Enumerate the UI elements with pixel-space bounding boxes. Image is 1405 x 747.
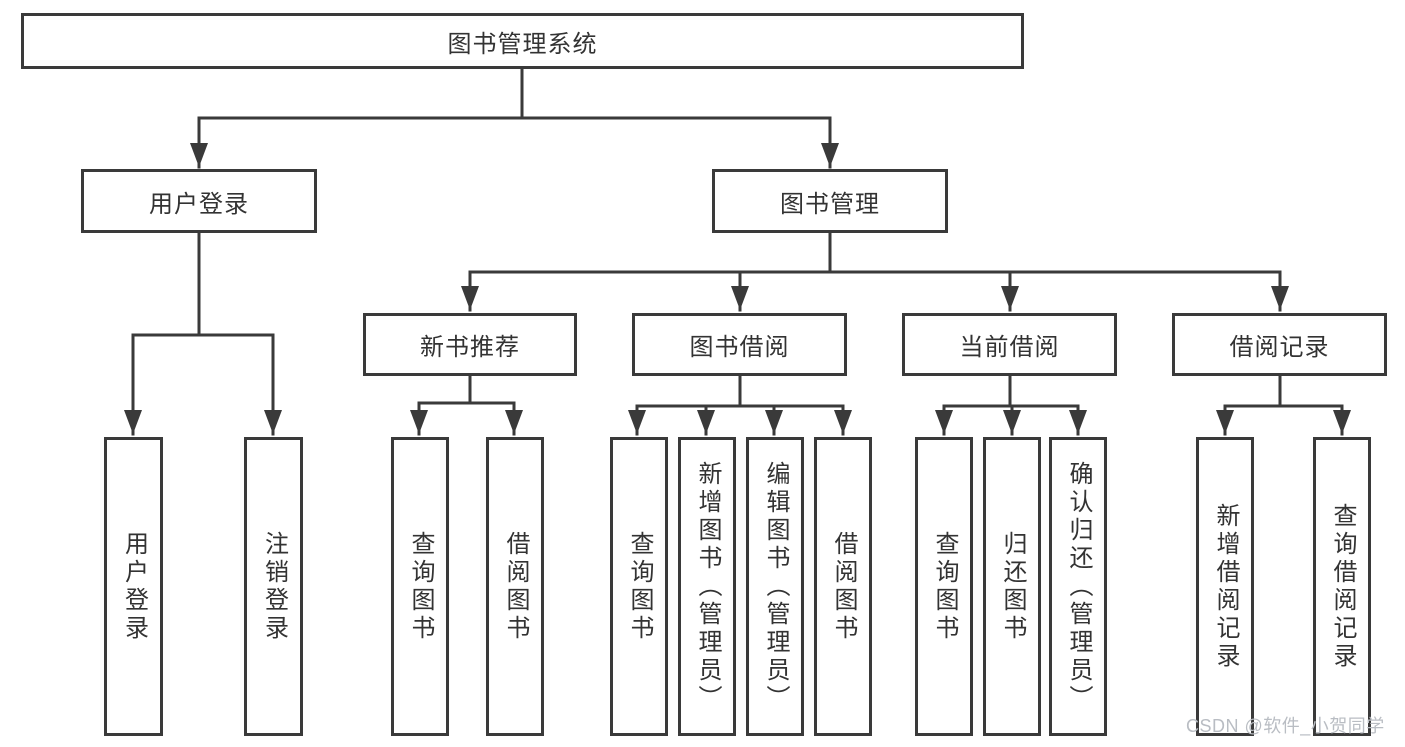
node-bb-add-books-admin-label: 新增图书（管理员）	[694, 460, 721, 713]
node-book-borrow: 图书借阅	[632, 313, 847, 376]
node-nb-borrow-books-label: 借阅图书	[502, 530, 529, 643]
node-cb-query-books-label: 查询图书	[931, 530, 958, 643]
node-cb-query-books: 查询图书	[915, 437, 973, 736]
node-nb-query-books: 查询图书	[391, 437, 449, 736]
node-nb-borrow-books: 借阅图书	[486, 437, 544, 736]
node-cb-confirm-return-admin-label: 确认归还（管理员）	[1065, 460, 1092, 713]
node-borrow-records: 借阅记录	[1172, 313, 1387, 376]
node-new-book-recommend: 新书推荐	[363, 313, 577, 376]
node-login-label: 用户登录	[120, 530, 148, 643]
node-cb-return-books-label: 归还图书	[999, 530, 1026, 643]
node-root-system: 图书管理系统	[21, 13, 1024, 69]
node-logout: 注销登录	[244, 437, 303, 736]
node-login: 用户登录	[104, 437, 163, 736]
node-user-login-label: 用户登录	[149, 190, 249, 218]
node-bb-query-books-label: 查询图书	[626, 530, 653, 643]
node-new-book-recommend-label: 新书推荐	[420, 334, 520, 361]
node-nb-query-books-label: 查询图书	[407, 530, 434, 643]
node-br-query-record-label: 查询借阅记录	[1329, 502, 1356, 671]
node-bb-query-books: 查询图书	[610, 437, 668, 736]
node-borrow-records-label: 借阅记录	[1229, 334, 1330, 361]
node-br-add-record: 新增借阅记录	[1196, 437, 1254, 736]
node-current-borrow: 当前借阅	[902, 313, 1117, 376]
node-book-borrow-label: 图书借阅	[689, 334, 790, 361]
node-bb-edit-books-admin-label: 编辑图书（管理员）	[762, 460, 789, 713]
node-br-add-record-label: 新增借阅记录	[1212, 502, 1239, 671]
node-bb-borrow-books-label: 借阅图书	[830, 530, 857, 643]
node-current-borrow-label: 当前借阅	[959, 334, 1060, 361]
node-bb-add-books-admin: 新增图书（管理员）	[678, 437, 736, 736]
csdn-watermark: CSDN @软件_小贺同学	[1186, 716, 1385, 736]
node-user-login: 用户登录	[81, 169, 317, 233]
node-book-management: 图书管理	[712, 169, 948, 233]
node-bb-edit-books-admin: 编辑图书（管理员）	[746, 437, 804, 736]
node-cb-return-books: 归还图书	[983, 437, 1041, 736]
node-bb-borrow-books: 借阅图书	[814, 437, 872, 736]
node-book-management-label: 图书管理	[780, 190, 880, 218]
node-br-query-record: 查询借阅记录	[1313, 437, 1371, 736]
node-cb-confirm-return-admin: 确认归还（管理员）	[1049, 437, 1107, 736]
node-logout-label: 注销登录	[260, 530, 288, 643]
node-root-system-label: 图书管理系统	[447, 30, 598, 58]
